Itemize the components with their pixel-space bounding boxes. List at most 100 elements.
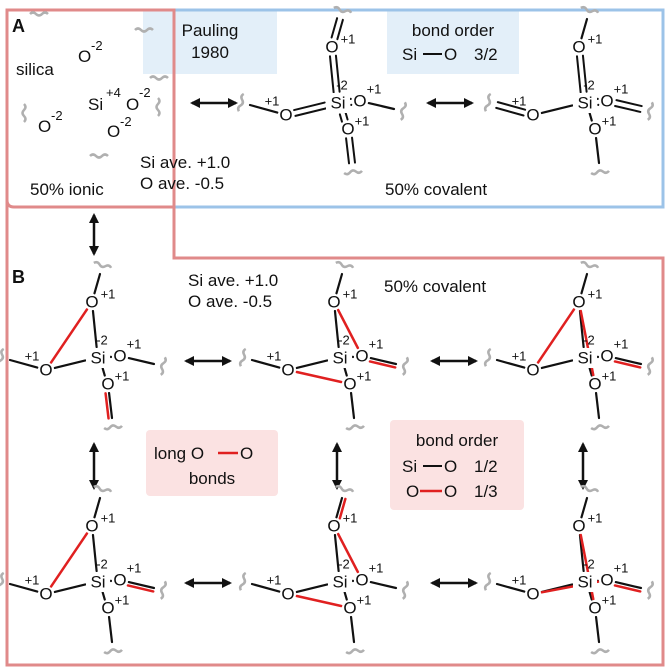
oxygen-charge: +1 bbox=[369, 561, 384, 576]
o-o-long-bond bbox=[295, 370, 343, 384]
wavy-bond bbox=[103, 424, 123, 431]
oxygen-atom: O bbox=[279, 106, 292, 125]
silicon-charge: -2 bbox=[583, 78, 595, 93]
si-o-bond bbox=[343, 367, 348, 377]
ionic-frame bbox=[5, 10, 174, 209]
silicon-atom-bg bbox=[86, 348, 110, 368]
wavy-bond bbox=[134, 27, 154, 33]
wavy-bond bbox=[483, 92, 492, 112]
wavy-bond bbox=[155, 97, 161, 117]
oxygen-charge: +1 bbox=[369, 337, 384, 352]
oxygen-atom: O bbox=[38, 117, 51, 136]
bond-order-value-b2: 1/3 bbox=[474, 482, 498, 501]
oxygen-atom: O bbox=[526, 106, 539, 125]
silicon-atom-bg bbox=[573, 348, 597, 368]
oxygen-atom-bg bbox=[599, 93, 615, 109]
wavy-bond bbox=[335, 484, 355, 493]
oxygen-charge: +1 bbox=[588, 287, 603, 302]
oxygen-atom-bg bbox=[100, 600, 116, 616]
oxygen-atom-bg bbox=[38, 362, 54, 378]
silicon-atom: Si bbox=[90, 573, 105, 592]
silicon-charge: -2 bbox=[583, 557, 595, 572]
oxygen-charge: +1 bbox=[602, 369, 617, 384]
wavy-bond bbox=[236, 92, 245, 112]
bond-order-title-b: bond order bbox=[416, 431, 499, 450]
bond-order-si-b: Si bbox=[402, 457, 417, 476]
ionic-structure: O -2 Si +4 O -2 O -2 O -2 bbox=[38, 38, 151, 141]
o-outer-bond bbox=[8, 582, 39, 593]
oxygen-atom-bg bbox=[84, 294, 100, 310]
silicon-charge: -2 bbox=[96, 557, 108, 572]
oxygen-charge: +1 bbox=[115, 369, 130, 384]
oxygen-charge: +1 bbox=[265, 94, 280, 109]
o-o-long-bond bbox=[49, 532, 89, 588]
silicon-charge: +4 bbox=[106, 85, 121, 100]
oxygen-charge: +1 bbox=[614, 561, 629, 576]
wavy-bond bbox=[335, 260, 355, 269]
oxygen-atom-bg bbox=[342, 600, 358, 616]
o-outer-red-bond bbox=[126, 584, 155, 593]
oxygen-atom: O bbox=[113, 347, 126, 366]
si-o-bond bbox=[101, 367, 106, 377]
oxygen-charge: +1 bbox=[512, 94, 527, 109]
oxygen-charge: +1 bbox=[115, 593, 130, 608]
oxygen-atom: O bbox=[126, 95, 139, 114]
oxygen-atom: O bbox=[353, 92, 366, 111]
o-outer-double-bond bbox=[351, 136, 356, 164]
panel-a-o-average: O ave. -0.5 bbox=[140, 174, 224, 193]
oxygen-atom-bg bbox=[280, 362, 296, 378]
oxygen-charge: +1 bbox=[341, 32, 356, 47]
o-outer-double-bond bbox=[614, 104, 642, 113]
oxygen-atom: O bbox=[325, 38, 338, 57]
oxygen-atom: O bbox=[327, 293, 340, 312]
oxygen-atom-bg bbox=[342, 376, 358, 392]
oxygen-charge: +1 bbox=[343, 511, 358, 526]
oxygen-charge: +1 bbox=[25, 573, 40, 588]
si-o-double-bond bbox=[338, 113, 343, 123]
si-o-bond bbox=[53, 359, 87, 370]
oxygen-atom-bg bbox=[84, 518, 100, 534]
wavy-bond bbox=[333, 5, 353, 14]
oxygen-charge: +1 bbox=[614, 337, 629, 352]
panel-a-covalent-label: 50% covalent bbox=[385, 180, 487, 199]
bond-order-o-a: O bbox=[444, 45, 457, 64]
si-o-bond bbox=[91, 309, 98, 349]
bond-order-box-a bbox=[387, 10, 519, 74]
si-o-bond bbox=[333, 533, 340, 573]
si-o-bond bbox=[343, 591, 348, 601]
oxygen-atom: O bbox=[588, 599, 601, 618]
long-bonds-label-2: bonds bbox=[189, 469, 235, 488]
si-o-double-bond bbox=[293, 101, 326, 112]
oxygen-atom: O bbox=[600, 92, 613, 111]
o-outer-bond bbox=[107, 391, 114, 420]
oxygen-charge: -2 bbox=[51, 108, 63, 123]
silicon-charge: -2 bbox=[583, 333, 595, 348]
oxygen-atom: O bbox=[588, 375, 601, 394]
wavy-bond bbox=[401, 356, 409, 376]
o-outer-bond bbox=[594, 136, 601, 165]
oxygen-atom: O bbox=[355, 347, 368, 366]
oxygen-atom: O bbox=[526, 361, 539, 380]
o-outer-red-bond bbox=[613, 360, 642, 369]
oxygen-atom-bg bbox=[599, 572, 615, 588]
oxygen-atom: O bbox=[281, 361, 294, 380]
oxygen-charge: +1 bbox=[614, 82, 629, 97]
o-outer-red-bond bbox=[613, 584, 642, 593]
o-outer-bond bbox=[495, 358, 526, 369]
oxygen-charge: +1 bbox=[267, 573, 282, 588]
oxygen-atom: O bbox=[107, 122, 120, 141]
si-o-bond bbox=[540, 359, 574, 370]
wavy-bond bbox=[646, 101, 654, 121]
o-outer-red-bond bbox=[104, 392, 110, 420]
wavy-bond bbox=[238, 571, 247, 591]
oxygen-charge: +1 bbox=[101, 511, 116, 526]
pauling-year: 1980 bbox=[191, 43, 229, 62]
wavy-bond bbox=[483, 571, 492, 591]
oxygen-atom: O bbox=[588, 120, 601, 139]
o-outer-bond bbox=[580, 17, 589, 40]
oxygen-atom-bg bbox=[525, 107, 541, 123]
oxygen-atom-bg bbox=[38, 586, 54, 602]
si-o-bond bbox=[540, 104, 574, 115]
